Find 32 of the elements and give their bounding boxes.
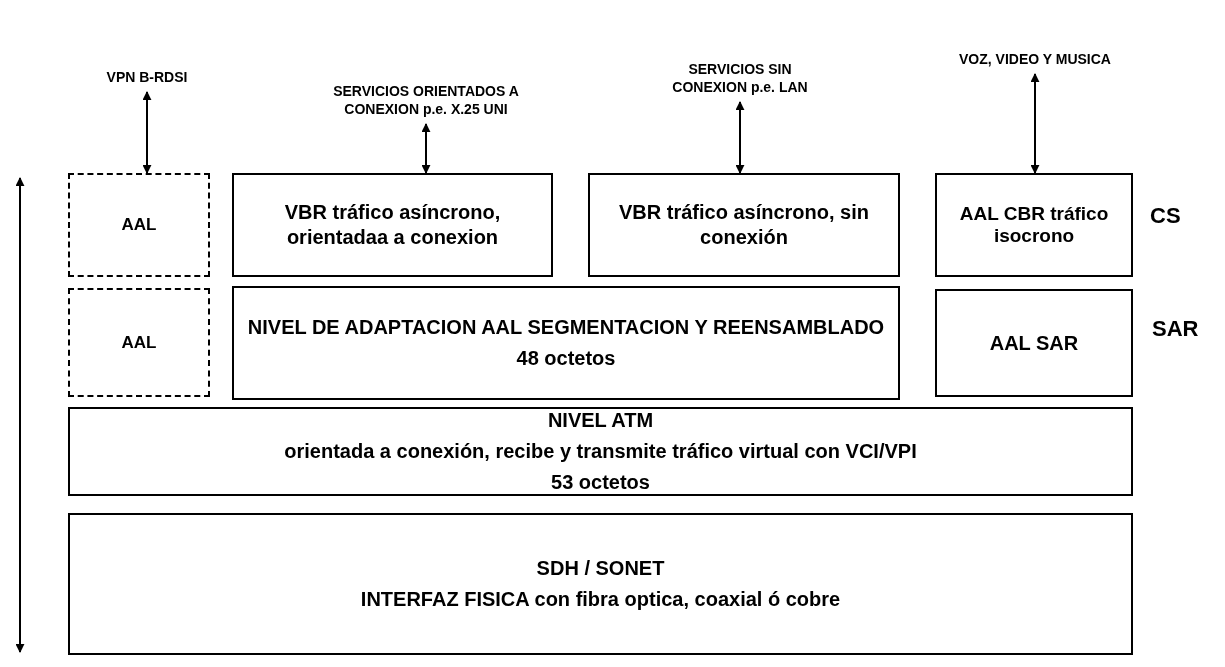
double-arrow [421, 123, 431, 174]
layer-text: AAL [121, 331, 157, 354]
sublayer-label: SAR [1152, 316, 1199, 342]
layer-box [588, 173, 900, 277]
service-label: VOZ, VIDEO Y MUSICA [940, 40, 1130, 70]
double-arrow [142, 91, 152, 174]
service-label: SERVICIOS ORIENTADOS A CONEXION p.e. X.25 UNI [326, 8, 526, 120]
dashed-layer-box [68, 288, 210, 397]
double-arrow [1030, 73, 1040, 174]
layer-text: SDH / SONET [536, 556, 665, 581]
layer-text: AAL CBR tráfico isocrono [958, 203, 1110, 247]
layer-text: INTERFAZ FISICA con fibra optica, coaxial ó cobre [360, 587, 841, 612]
layer-box [935, 289, 1133, 397]
layer-text: NIVEL DE ADAPTACION AAL SEGMENTACION Y REENSAMBLADO [247, 315, 885, 340]
layer-text: NIVEL ATM [547, 408, 654, 433]
double-arrow [735, 101, 745, 174]
service-label: SERVICIOS SIN CONEXION p.e. LAN [650, 36, 830, 98]
layer-text: VBR tráfico asíncrono, orientadaa a conexion [283, 200, 502, 250]
layer-box [232, 173, 553, 277]
layer-text: 48 octetos [516, 346, 616, 371]
layer-box [232, 286, 900, 400]
layer-text: AAL SAR [989, 330, 1079, 356]
layer-box [68, 513, 1133, 655]
layer-text: 53 octetos [551, 470, 650, 495]
sublayer-label: CS [1150, 203, 1181, 229]
dashed-layer-box [68, 173, 210, 277]
layer-box [935, 173, 1133, 277]
layer-text: VBR tráfico asíncrono, sin conexión [617, 200, 871, 250]
layer-text: AAL [121, 214, 157, 236]
layer-text: orientada a conexión, recibe y transmite tráfico virtual con VCI/VPI [284, 439, 917, 464]
service-label: VPN B-RDSI [87, 40, 207, 88]
layer-box [68, 407, 1133, 496]
